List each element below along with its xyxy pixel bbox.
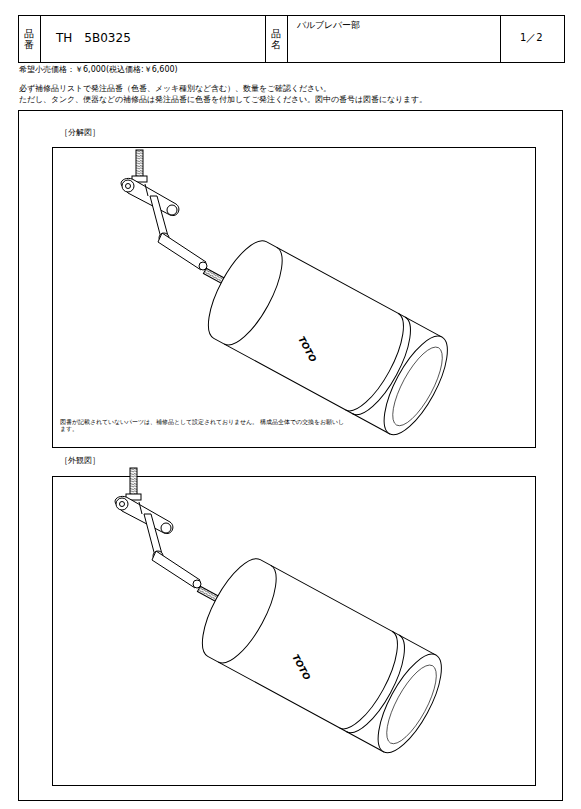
header-key: 品番 — [24, 28, 34, 50]
view-heading: ［外観図］ — [60, 456, 100, 466]
header-key: 品名 — [271, 28, 281, 50]
part-number: TH 5B0325 — [56, 31, 131, 45]
price-note: 希望小売価格：￥6,000(税込価格:￥6,600) — [19, 65, 178, 75]
parts-note: 図番が記載されていないパーツは、補修品として設定されておりません。 構成品全体で… — [60, 418, 346, 432]
order-note: ただし、タンク、便器などの補修品は発注品番に色番を付加してご発注ください。図中の… — [19, 95, 427, 105]
part-name: バルブレバー部 — [297, 20, 360, 31]
page-number: 1／2 — [520, 32, 543, 44]
order-note: 必ず補修品リストで発注品番（色番、メッキ種別など含む）、数量をご確認ください。 — [19, 84, 331, 94]
view-heading: ［分解図］ — [60, 128, 100, 138]
